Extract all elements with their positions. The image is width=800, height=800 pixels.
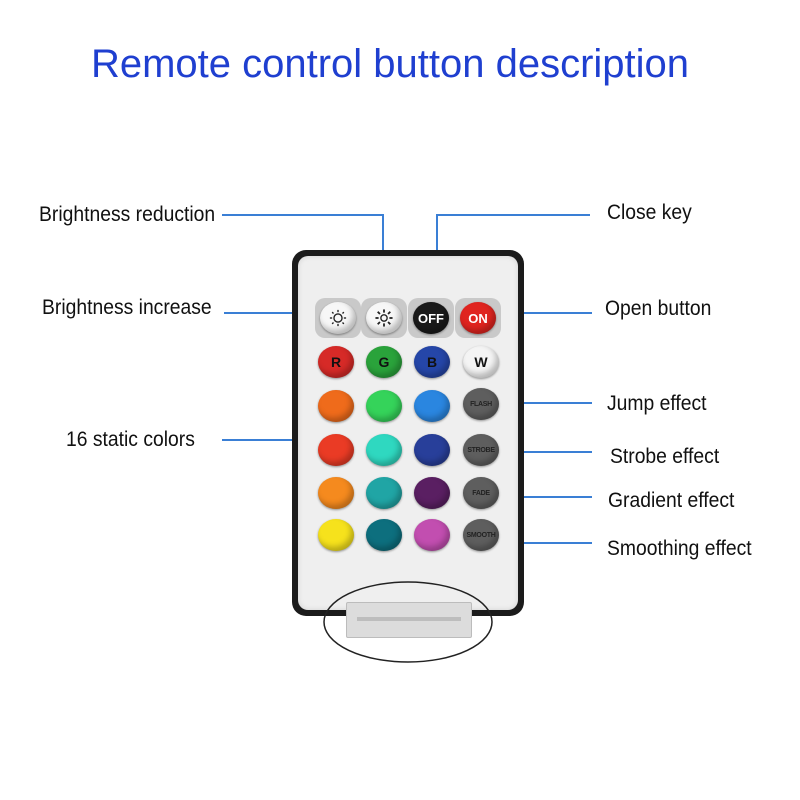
color-button-light-green[interactable] — [366, 390, 402, 422]
white-button-label: W — [474, 354, 488, 370]
battery-groove — [357, 617, 461, 621]
off-button[interactable]: OFF — [413, 302, 449, 334]
fade-button[interactable]: FADE — [463, 477, 499, 509]
smooth-button-label: SMOOTH — [466, 531, 496, 539]
brightness-up-button[interactable] — [366, 302, 402, 334]
blue-button[interactable]: B — [414, 346, 450, 378]
label-smoothing-effect: Smoothing effect — [607, 537, 752, 560]
strobe-button[interactable]: STROBE — [463, 434, 499, 466]
red-button-label: R — [330, 354, 342, 370]
color-button-purple[interactable] — [414, 477, 450, 509]
sun-large-icon — [375, 309, 393, 327]
sun-small-icon — [329, 309, 347, 327]
color-button-orange[interactable] — [318, 477, 354, 509]
green-button-label: G — [378, 354, 390, 370]
label-jump-effect: Jump effect — [607, 392, 707, 415]
white-button[interactable]: W — [463, 346, 499, 378]
flash-button-label: FLASH — [470, 400, 492, 408]
color-button-teal[interactable] — [366, 477, 402, 509]
page-title: Remote control button description — [90, 42, 690, 86]
color-button-magenta[interactable] — [414, 519, 450, 551]
on-button-label: ON — [468, 310, 488, 326]
label-open-button: Open button — [605, 297, 712, 320]
color-button-sky-blue[interactable] — [414, 390, 450, 422]
off-button-label: OFF — [418, 310, 444, 326]
label-brightness-increase: Brightness increase — [42, 296, 212, 319]
label-brightness-reduction: Brightness reduction — [39, 203, 216, 226]
color-button-red-orange[interactable] — [318, 434, 354, 466]
on-button[interactable]: ON — [460, 302, 496, 334]
blue-button-label: B — [426, 354, 438, 370]
color-button-cyan[interactable] — [366, 434, 402, 466]
label-gradient-effect: Gradient effect — [608, 489, 735, 512]
color-button-yellow[interactable] — [318, 519, 354, 551]
flash-button[interactable]: FLASH — [463, 388, 499, 420]
label-strobe-effect: Strobe effect — [610, 445, 720, 468]
color-button-dark-teal[interactable] — [366, 519, 402, 551]
color-button-navy[interactable] — [414, 434, 450, 466]
green-button[interactable]: G — [366, 346, 402, 378]
color-button-orange-red[interactable] — [318, 390, 354, 422]
label-static-colors: 16 static colors — [66, 428, 195, 451]
fade-button-label: FADE — [472, 489, 490, 497]
red-button[interactable]: R — [318, 346, 354, 378]
brightness-down-button[interactable] — [320, 302, 356, 334]
smooth-button[interactable]: SMOOTH — [463, 519, 499, 551]
strobe-button-label: STROBE — [467, 446, 495, 454]
label-close-key: Close key — [607, 201, 692, 224]
battery-slot — [346, 602, 472, 638]
